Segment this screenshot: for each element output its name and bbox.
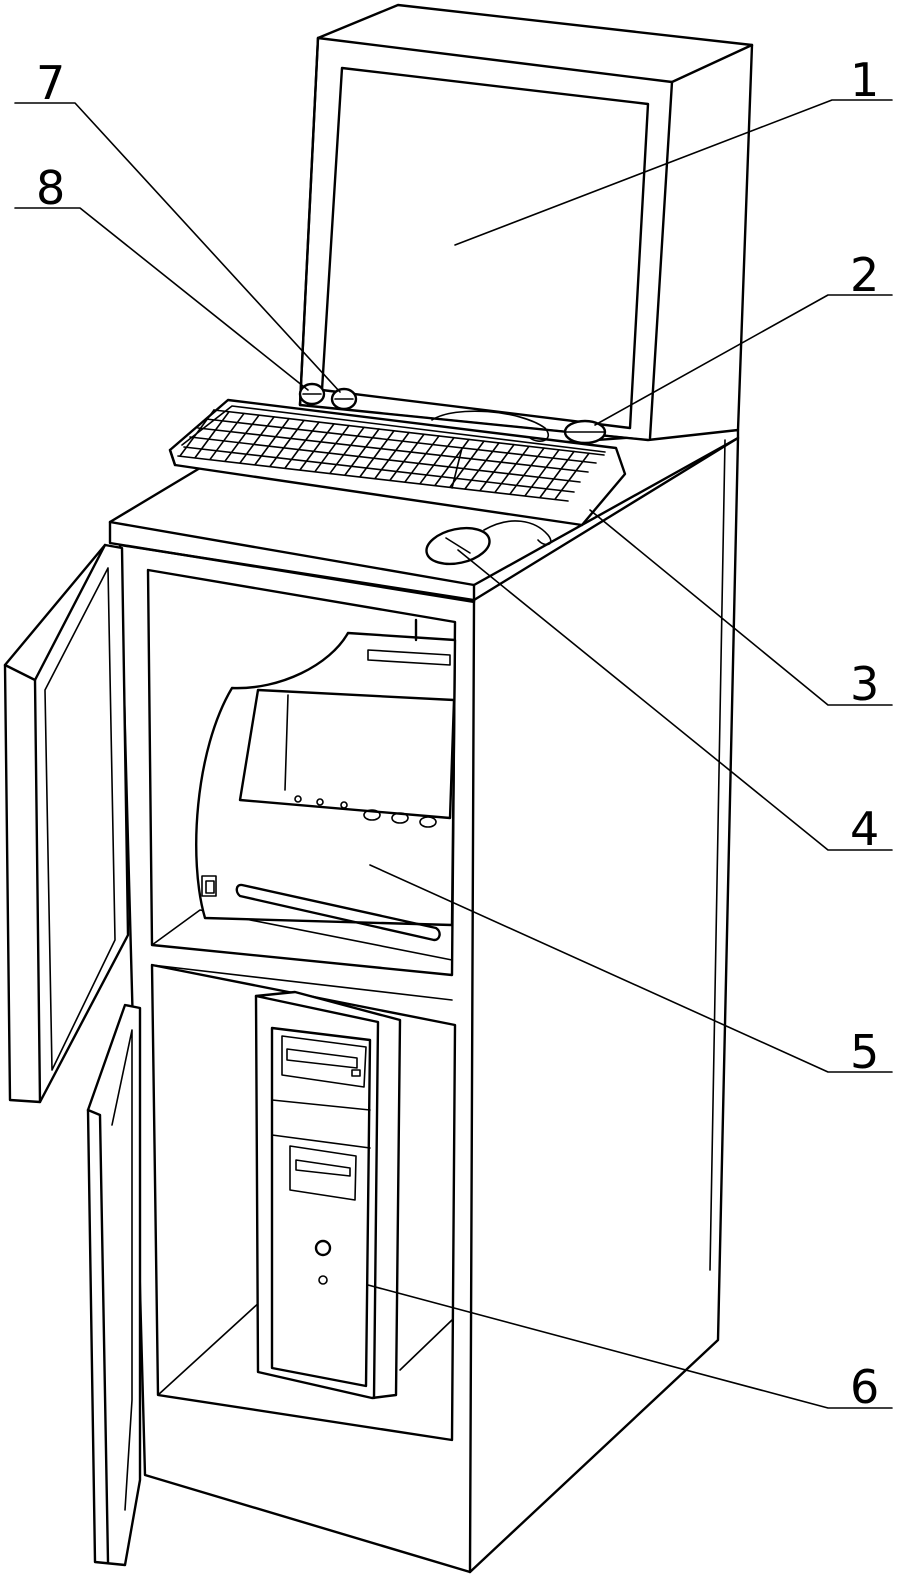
keyboard-key-divider: [284, 421, 320, 469]
label-5: 5: [850, 1025, 879, 1079]
cabinet-body: [108, 428, 740, 1574]
keyboard-key-divider: [494, 445, 530, 494]
keyboard-key-divider: [464, 442, 500, 490]
keyboard-key-divider: [299, 423, 335, 471]
cabinet-doors: [3, 543, 142, 1567]
monitor: [298, 3, 754, 442]
keyboard-key-divider: [179, 409, 215, 457]
keyboard-key-divider: [194, 410, 230, 459]
keyboard-key-divider: [434, 438, 470, 487]
keyboard-key-divider: [389, 433, 425, 482]
label-1: 1: [850, 53, 879, 107]
keyboard-key-divider: [329, 426, 365, 475]
printer-unit: [195, 618, 457, 942]
label-4: 4: [850, 802, 879, 856]
keyboard-key-divider: [524, 448, 560, 497]
keyboard-key-divider: [224, 414, 260, 462]
keyboard-key-divider: [479, 443, 515, 492]
keyboard-key-divider: [449, 440, 485, 488]
keyboard-key-divider: [359, 429, 395, 478]
keyboard-key-divider: [539, 450, 575, 499]
keyboard-key-divider: [374, 431, 410, 480]
label-3: 3: [850, 657, 879, 711]
keyboard-key-divider: [419, 436, 455, 485]
keyboard-key-divider: [209, 412, 245, 461]
keyboard-key-divider: [314, 424, 350, 473]
label-7: 7: [36, 56, 65, 110]
keyboard-key-divider: [509, 447, 545, 495]
keyboard-key-divider: [239, 416, 275, 464]
monitor-screen: [320, 66, 650, 430]
keyboard-key-divider: [344, 428, 380, 476]
round-button-right: [563, 419, 607, 445]
keyboard-key-divider: [269, 419, 305, 468]
mouse: [425, 520, 552, 566]
computer-host: [254, 990, 402, 1400]
keyboard-key-divider: [404, 435, 440, 483]
keyboard-key-divider: [254, 417, 290, 466]
keyboard: [168, 398, 627, 527]
label-6: 6: [850, 1360, 879, 1414]
keyboard-key-divider: [554, 452, 590, 501]
reference-numerals: 1 2 3 4 5 6 7 8: [36, 53, 879, 1414]
leader-lines: [14, 99, 893, 1409]
label-8: 8: [36, 161, 65, 215]
label-2: 2: [850, 248, 879, 302]
